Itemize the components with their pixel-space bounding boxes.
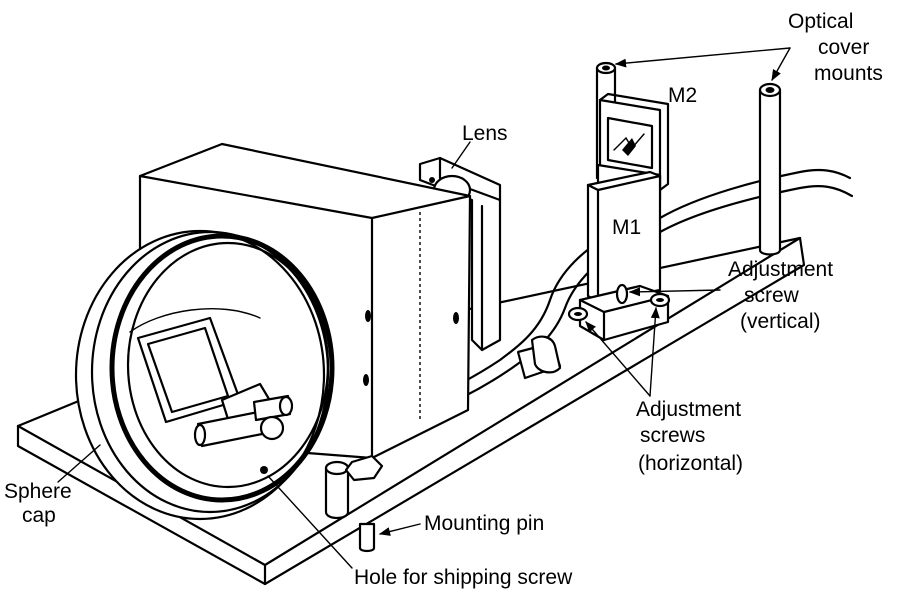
labels: Optical cover mounts M2 Lens M1 Adjustme… bbox=[4, 10, 883, 589]
leader-lines bbox=[57, 47, 791, 569]
mirror-m1 bbox=[567, 170, 671, 342]
label-adj-horizontal-3: (horizontal) bbox=[638, 452, 743, 475]
label-adj-vertical-1: Adjustment bbox=[728, 258, 833, 281]
label-adj-horizontal-2: screws bbox=[640, 424, 705, 447]
label-cap: cap bbox=[22, 504, 56, 527]
label-m1: M1 bbox=[612, 216, 641, 239]
label-m2: M2 bbox=[668, 84, 697, 107]
label-adj-vertical-2: screw bbox=[744, 284, 800, 307]
label-sphere: Sphere bbox=[4, 480, 72, 503]
label-mounts: mounts bbox=[814, 62, 883, 85]
mounting-pins bbox=[324, 454, 384, 553]
label-optical: Optical bbox=[788, 10, 853, 33]
label-hole-shipping-screw: Hole for shipping screw bbox=[354, 566, 573, 589]
label-lens: Lens bbox=[462, 122, 508, 145]
label-cover: cover bbox=[818, 36, 869, 59]
detector-window bbox=[136, 316, 294, 448]
label-mounting-pin: Mounting pin bbox=[424, 512, 544, 535]
label-adj-vertical-3: (vertical) bbox=[740, 310, 821, 333]
cable bbox=[398, 168, 854, 422]
label-adj-horizontal-1: Adjustment bbox=[636, 398, 741, 421]
